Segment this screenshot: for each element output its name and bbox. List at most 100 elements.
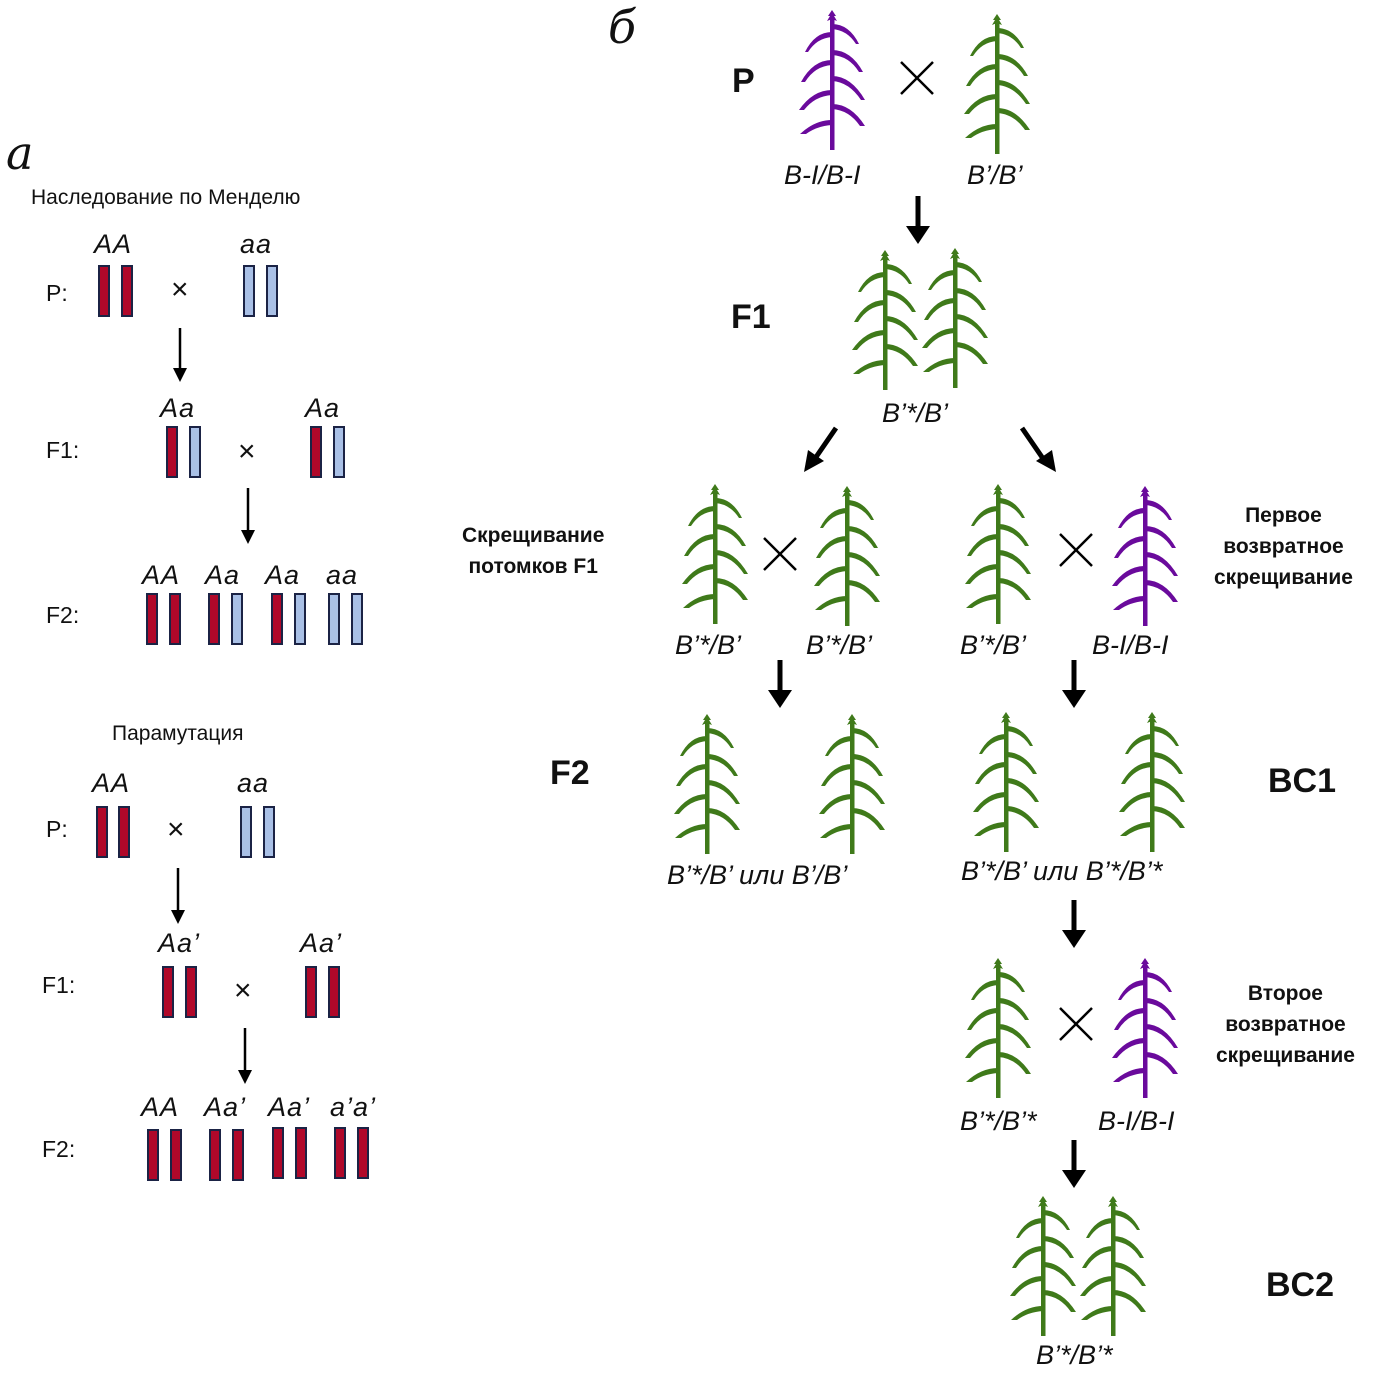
chromosome-dominant xyxy=(272,1127,284,1179)
chromosome-dominant xyxy=(328,966,340,1018)
chromosome-dominant xyxy=(121,265,133,317)
mendel-title: Наследование по Менделю xyxy=(31,186,301,209)
paramutation-f2-genotype: a’a’ xyxy=(330,1092,377,1122)
mendel-p-label: P: xyxy=(46,280,68,306)
green-corn-plant-icon xyxy=(680,484,750,624)
chromosome-dominant xyxy=(208,593,220,645)
paramutation-p-parent1-genotype: AA xyxy=(92,768,131,798)
backcross1-label-line1: Первое xyxy=(1245,504,1322,527)
green-corn-plant-icon xyxy=(963,484,1033,624)
p-parent2-genotype: B’/B’ xyxy=(967,160,1023,190)
panel-a-letter: а xyxy=(6,126,34,180)
bc1-generation-label: BC1 xyxy=(1268,762,1337,800)
backcross1-parent2-genotype: B-I/B-I xyxy=(1092,630,1169,660)
green-corn-plant-icon xyxy=(817,714,887,854)
mendel-f1-parent2-genotype: Aa xyxy=(305,393,341,423)
cross-symbol: × xyxy=(234,974,252,1007)
chromosome-dominant xyxy=(185,966,197,1018)
arrow-down-right-icon xyxy=(1019,426,1056,472)
backcross1-label-line3: скрещивание xyxy=(1214,566,1353,589)
p-generation-label: P xyxy=(732,62,755,100)
chromosome-recessive xyxy=(231,593,243,645)
f1-genotype: B’*/B’ xyxy=(882,398,949,428)
green-corn-plant-icon xyxy=(1117,712,1187,852)
paramutation-p-label: P: xyxy=(46,816,68,842)
chromosome-recessive xyxy=(263,806,275,858)
backcross1-label-line2: возвратное xyxy=(1223,535,1344,558)
arrow-down-icon xyxy=(1062,900,1086,948)
mendel-f2-label: F2: xyxy=(46,602,80,628)
bc2-generation-label: BC2 xyxy=(1266,1266,1335,1304)
green-corn-plant-icon xyxy=(1078,1196,1148,1336)
chromosome-dominant xyxy=(232,1129,244,1181)
green-corn-plant-icon xyxy=(963,958,1033,1098)
purple-corn-plant-icon xyxy=(1110,486,1180,626)
p-parent1-genotype: B-I/B-I xyxy=(784,160,861,190)
chromosome-recessive xyxy=(189,426,201,478)
intercross-parent1-genotype: B’*/B’ xyxy=(675,630,742,660)
backcross2-label-line1: Второе xyxy=(1247,982,1323,1005)
intercross-parent2-genotype: B’*/B’ xyxy=(806,630,873,660)
chromosome-dominant xyxy=(147,1129,159,1181)
backcross2-parent1-genotype: B’*/B’* xyxy=(960,1106,1037,1136)
chromosome-dominant xyxy=(146,593,158,645)
chromosome-recessive xyxy=(240,806,252,858)
paramutation-f2-label: F2: xyxy=(42,1136,76,1162)
backcross2-label-line3: скрещивание xyxy=(1216,1044,1355,1067)
chromosome-dominant xyxy=(295,1127,307,1179)
cross-symbol: × xyxy=(171,273,189,306)
cross-symbol: × xyxy=(238,435,256,468)
backcross1-parent1-genotype: B’*/B’ xyxy=(960,630,1027,660)
mendel-f2-genotype: Aa xyxy=(205,560,241,590)
chromosome-recessive xyxy=(351,593,363,645)
bc1-genotypes: B’*/B’ или B’*/B’* xyxy=(961,856,1163,886)
paramutation-p-parent2-genotype: aa xyxy=(237,768,270,798)
backcross1-label: Первое возвратное скрещивание xyxy=(1214,500,1353,593)
arrow-down-icon xyxy=(1062,660,1086,708)
green-corn-plant-icon xyxy=(672,714,742,854)
green-corn-plant-icon xyxy=(962,14,1032,154)
intercross-label: Скрещивание потомков F1 xyxy=(462,520,604,582)
arrow-down-icon xyxy=(173,328,187,382)
intercross-label-line2: потомков F1 xyxy=(468,555,598,578)
mendel-p-parent1-genotype: AA xyxy=(94,229,133,259)
purple-corn-plant-icon xyxy=(797,10,867,150)
chromosome-dominant xyxy=(98,265,110,317)
paramutation-f1-parent1-genotype: Aa’ xyxy=(158,928,201,958)
arrow-down-icon xyxy=(241,488,255,544)
chromosome-dominant xyxy=(96,806,108,858)
cross-symbol-icon xyxy=(763,537,797,571)
backcross2-parent2-genotype: B-I/B-I xyxy=(1098,1106,1175,1136)
chromosome-dominant xyxy=(334,1127,346,1179)
green-corn-plant-icon xyxy=(971,712,1041,852)
paramutation-f1-label: F1: xyxy=(42,972,76,998)
intercross-label-line1: Скрещивание xyxy=(462,524,605,547)
chromosome-dominant xyxy=(170,1129,182,1181)
cross-symbol-icon xyxy=(1059,1007,1093,1041)
paramutation-f2-genotype: AA xyxy=(141,1092,180,1122)
mendel-f2-genotype: AA xyxy=(142,560,181,590)
green-corn-plant-icon xyxy=(850,250,920,390)
green-corn-plant-icon xyxy=(920,248,990,388)
f1-generation-label: F1 xyxy=(731,298,771,336)
chromosome-recessive xyxy=(294,593,306,645)
arrow-down-icon xyxy=(171,868,185,924)
bc2-genotype: B’*/B’* xyxy=(1036,1340,1113,1370)
cross-symbol-icon xyxy=(1059,533,1093,567)
chromosome-dominant xyxy=(357,1127,369,1179)
backcross2-label-line2: возвратное xyxy=(1225,1013,1346,1036)
panel-b-letter: б xyxy=(608,0,637,54)
paramutation-f2-genotype: Aa’ xyxy=(204,1092,247,1122)
paramutation-f2-genotype: Aa’ xyxy=(268,1092,311,1122)
chromosome-recessive xyxy=(333,426,345,478)
chromosome-dominant xyxy=(166,426,178,478)
chromosome-dominant xyxy=(162,966,174,1018)
mendel-f2-genotype: aa xyxy=(326,560,359,590)
arrow-down-icon xyxy=(238,1028,252,1084)
chromosome-recessive xyxy=(328,593,340,645)
green-corn-plant-icon xyxy=(812,486,882,626)
chromosome-dominant xyxy=(310,426,322,478)
f2-generation-label: F2 xyxy=(550,754,590,792)
green-corn-plant-icon xyxy=(1008,1196,1078,1336)
chromosome-dominant xyxy=(305,966,317,1018)
